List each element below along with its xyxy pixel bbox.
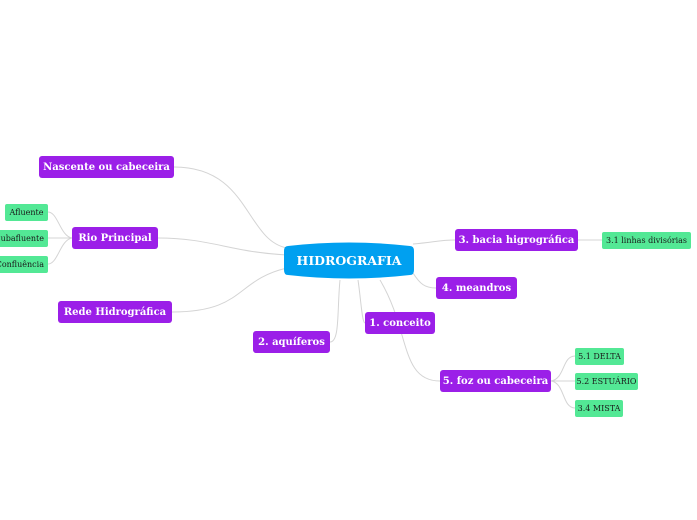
subtopic-confluencia[interactable]: Confluência <box>0 256 48 273</box>
link-meandros <box>412 272 437 289</box>
subtopic-afluente[interactable]: Afluente <box>5 204 48 221</box>
central-topic-hidrografia[interactable]: HIDROGRAFIA <box>284 241 414 280</box>
subtopic-subafluente[interactable]: Subafluente <box>0 230 48 247</box>
link-bacia <box>412 239 456 245</box>
link-rio-principal <box>157 237 288 256</box>
subtopic-estuario-label: 5.2 ESTUÁRIO <box>576 377 637 386</box>
link-conceito <box>357 279 366 324</box>
topic-foz[interactable]: 5. foz ou cabeceira <box>440 370 551 392</box>
link-afluente <box>47 211 73 239</box>
link-mista <box>550 380 576 409</box>
topic-meandros-label: 4. meandros <box>441 282 512 294</box>
subtopic-linhas-divisorias[interactable]: 3.1 linhas divisórias <box>602 232 691 249</box>
topic-rio-principal[interactable]: Rio Principal <box>72 227 158 249</box>
topic-nascente[interactable]: Nascente ou cabeceira <box>39 156 174 178</box>
topic-rede-label: Rede Hidrográfica <box>63 306 167 318</box>
subtopic-delta-label: 5.1 DELTA <box>578 352 621 361</box>
subtopic-afluente-label: Afluente <box>9 208 44 217</box>
central-topic-label: HIDROGRAFIA <box>296 253 402 268</box>
subtopic-confluencia-label: Confluência <box>0 260 44 269</box>
topic-foz-label: 5. foz ou cabeceira <box>442 375 549 387</box>
topic-aquiferos-label: 2. aquíferos <box>258 336 325 348</box>
subtopic-estuario[interactable]: 5.2 ESTUÁRIO <box>575 373 638 390</box>
link-delta <box>550 355 576 382</box>
subtopic-mista-label: 3.4 MISTA <box>577 404 621 413</box>
topic-meandros[interactable]: 4. meandros <box>436 277 517 299</box>
link-foz <box>379 279 441 382</box>
subtopic-delta[interactable]: 5.1 DELTA <box>575 348 624 365</box>
topic-bacia-label: 3. bacia higrográfica <box>458 234 575 246</box>
topic-conceito[interactable]: 1. conceito <box>365 312 435 334</box>
link-rede <box>171 267 288 313</box>
link-nascente <box>173 166 288 249</box>
topic-rio-principal-label: Rio Principal <box>78 232 152 244</box>
subtopic-subafluente-label: Subafluente <box>0 234 44 243</box>
subtopic-linhas-label: 3.1 linhas divisórias <box>605 236 688 245</box>
subtopic-mista[interactable]: 3.4 MISTA <box>575 400 623 417</box>
topic-bacia-higrografica[interactable]: 3. bacia higrográfica <box>455 229 578 251</box>
topic-nascente-label: Nascente ou cabeceira <box>43 161 170 173</box>
topic-conceito-label: 1. conceito <box>369 317 431 329</box>
link-confluencia <box>47 237 73 265</box>
topic-rede-hidrografica[interactable]: Rede Hidrográfica <box>58 301 172 323</box>
link-aquiferos <box>329 279 341 343</box>
topic-aquiferos[interactable]: 2. aquíferos <box>253 331 330 353</box>
